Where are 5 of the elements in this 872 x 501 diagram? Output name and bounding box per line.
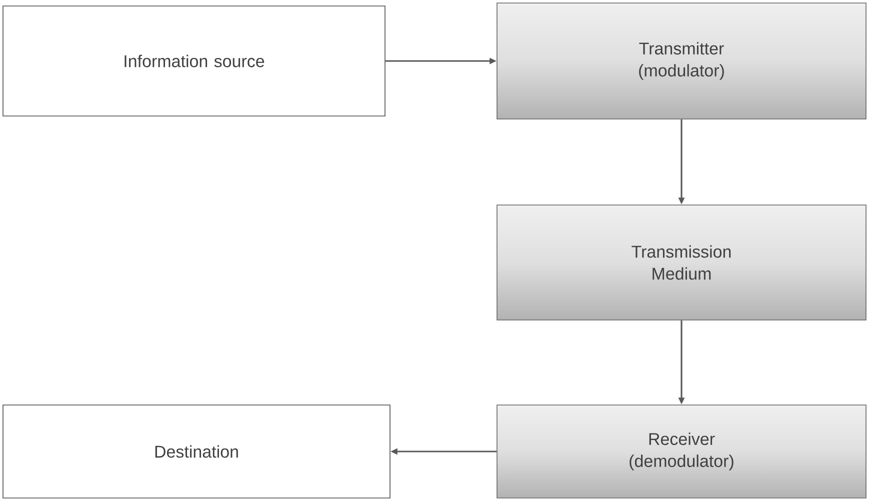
- process-box: Transmission Medium: [496, 204, 866, 320]
- process-box: Receiver (demodulator): [496, 404, 866, 498]
- process-box: Information source: [2, 6, 386, 116]
- process-box: Transmitter (modulator): [496, 2, 866, 120]
- process-box: Destination: [2, 404, 390, 498]
